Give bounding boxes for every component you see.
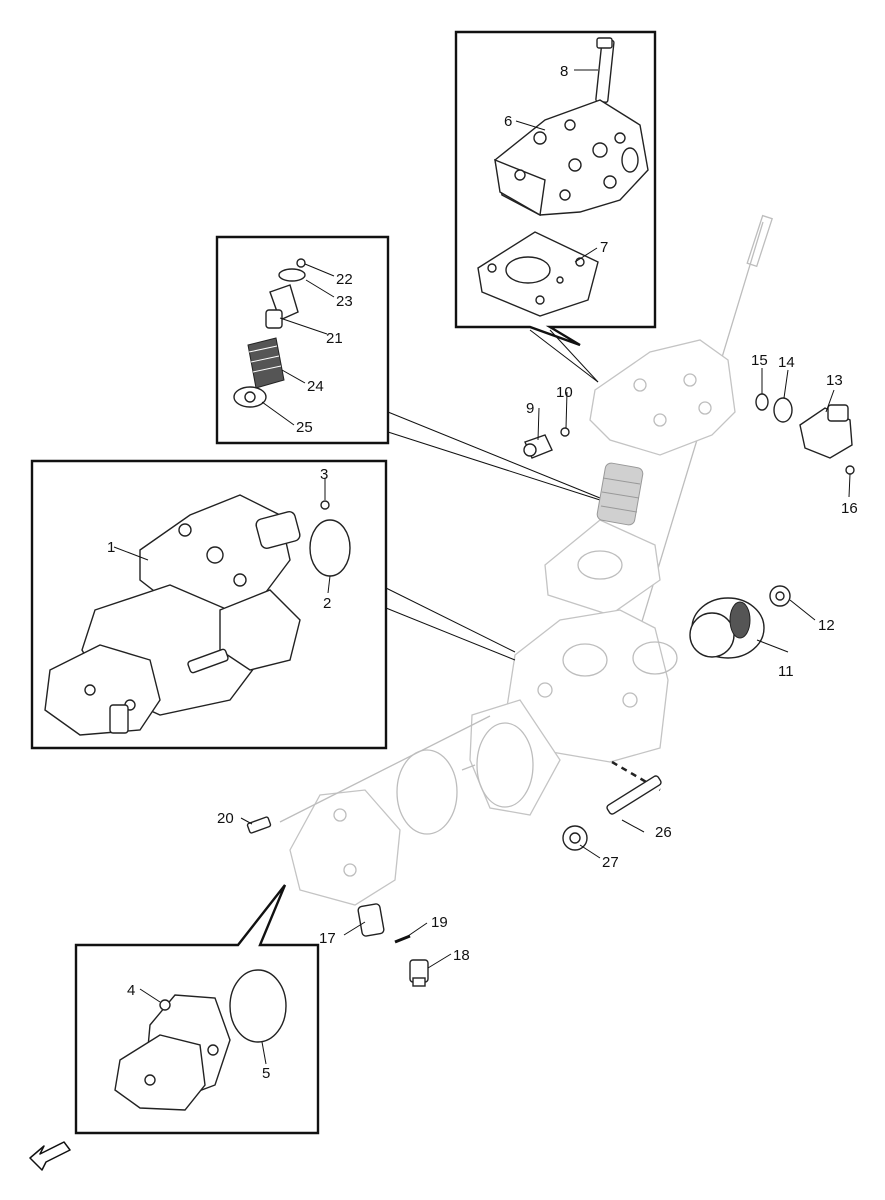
callout-14: 14 (778, 354, 795, 371)
callout-13: 13 (826, 372, 843, 389)
callout-8: 8 (560, 63, 568, 80)
leader-lines (113, 69, 851, 1065)
callout-15: 15 (751, 352, 768, 369)
callout-18: 18 (453, 947, 470, 964)
stud-20 (246, 816, 272, 834)
housing-o-ring (229, 969, 287, 1043)
nut-27 (562, 825, 588, 851)
callout-25: 25 (296, 419, 313, 436)
valve-plug (265, 284, 299, 329)
pump-head-block (494, 99, 649, 217)
stud-26 (606, 775, 662, 815)
detail-box-valve (215, 235, 644, 526)
seal-19 (394, 934, 411, 944)
callout-19: 19 (431, 914, 448, 931)
washer-10 (560, 427, 570, 437)
callout-17: 17 (319, 930, 336, 947)
callout-12: 12 (818, 617, 835, 634)
callout-27: 27 (602, 854, 619, 871)
ghost-spring (596, 462, 644, 526)
plug-18 (409, 959, 429, 987)
detail-box-front-housing (74, 884, 320, 1135)
o-ring-14 (773, 397, 793, 423)
ghost-assembly (279, 214, 773, 906)
detail-box-pump-head (454, 30, 657, 383)
callout-6: 6 (504, 113, 512, 130)
o-ring-15 (755, 393, 769, 411)
callout-5: 5 (262, 1065, 270, 1082)
callout-7: 7 (600, 239, 608, 256)
callout-20: 20 (217, 810, 234, 827)
callout-1: 1 (107, 539, 115, 556)
bolt-16 (845, 465, 855, 475)
sensor-13 (799, 404, 853, 459)
callout-labels: 1 2 3 4 5 6 7 8 9 10 11 12 13 14 15 16 1… (107, 63, 858, 1082)
valve-spring (247, 337, 285, 389)
gear-11 (689, 597, 765, 659)
arrow-down-left-icon (29, 1141, 71, 1171)
callout-26: 26 (655, 824, 672, 841)
seal-part (320, 500, 330, 510)
callout-23: 23 (336, 293, 353, 310)
nut-12 (769, 585, 791, 607)
callout-4: 4 (127, 982, 135, 999)
callout-16: 16 (841, 500, 858, 517)
callout-11: 11 (778, 663, 794, 680)
pump-head-gasket (477, 231, 599, 317)
bolt-part (595, 37, 615, 103)
callout-2: 2 (323, 595, 331, 612)
callout-10: 10 (556, 384, 573, 401)
o-ring-part (309, 519, 351, 577)
pump-assembly (44, 494, 301, 736)
connector-17 (357, 903, 385, 937)
callout-9: 9 (526, 400, 534, 417)
callout-21: 21 (326, 330, 343, 347)
callout-3: 3 (320, 466, 328, 483)
callout-24: 24 (307, 378, 324, 395)
callout-22: 22 (336, 271, 353, 288)
detail-box-pump-assembly (30, 459, 516, 750)
front-housing-part (114, 994, 231, 1111)
